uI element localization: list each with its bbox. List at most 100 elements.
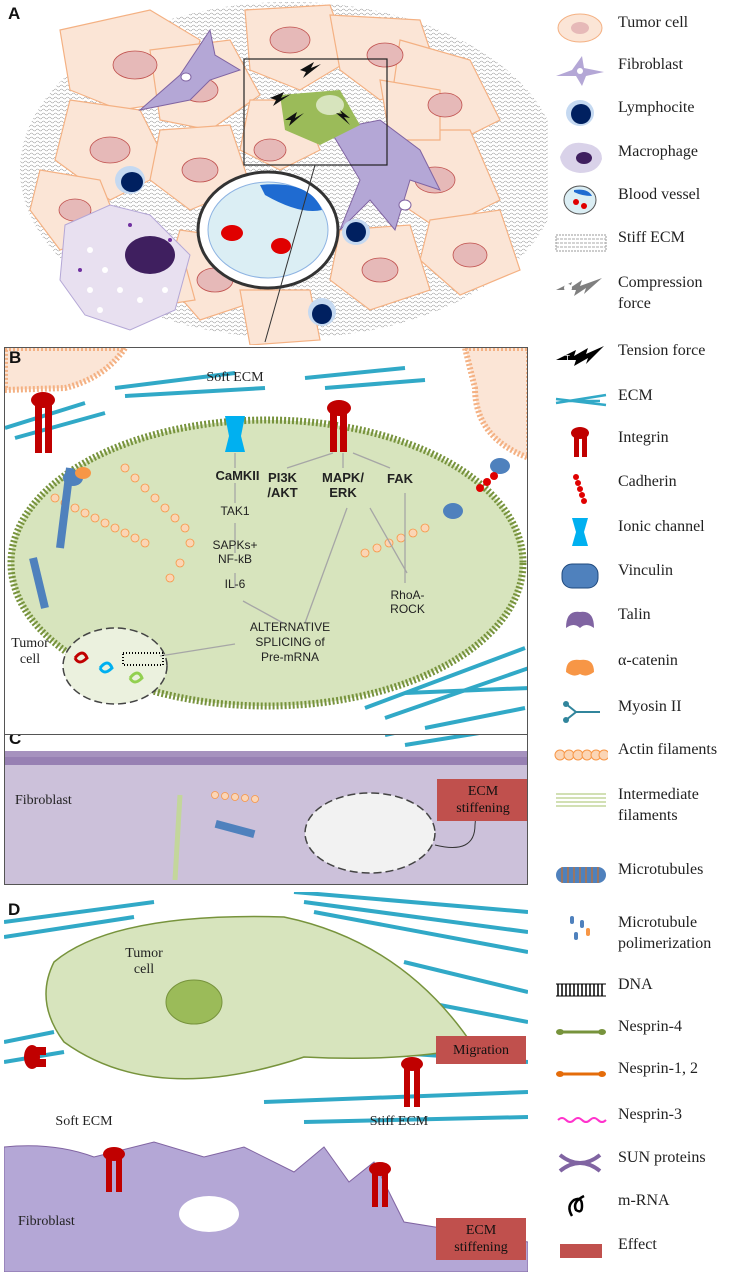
integrin-icon [552,423,608,463]
stiff-d-line-2: stiffening [454,1240,508,1255]
legend-label: Stiff ECM [618,229,685,246]
sapks-line-2: NF-kB [218,552,252,566]
mapk-erk-label: MAPK/ ERK [313,470,373,500]
microtubule-polimerization-icon [552,908,608,948]
fibroblast-icon [552,50,608,90]
tumor-nucleus [62,627,168,705]
ionic-channel-icon [552,512,608,552]
panel-d-label: D [8,900,21,919]
legend-label: Blood vessel [618,186,701,203]
legend-label: Integrin [618,429,669,446]
panel-a: A [0,0,548,345]
sun-proteins-icon [552,1143,608,1183]
migrating-tumor-nucleus [165,979,223,1025]
vinculin-icon [552,556,608,596]
migration-effect: Migration [436,1036,526,1064]
legend-label: Tension force [618,342,706,359]
tumor-line-2: cell [19,652,41,667]
tak1-label: TAK1 [220,504,250,518]
compression-force-icon [552,268,608,308]
legend-label: Vinculin [618,562,674,579]
signaling-arrows [159,452,408,657]
activated-cell [280,90,360,145]
nuclear-contents [73,651,164,684]
neighbor-tumor-cells [5,348,527,461]
mapk-line-2: ERK [329,485,357,500]
panel-b: B Soft ECM CaMKII TAK1 SAPKs+ NF-kB IL-6… [4,347,528,735]
tension-force-icon: T [552,336,608,376]
stiff-d-line-1: ECM [465,1223,497,1238]
fibroblast-cell [4,1141,528,1272]
mapk-line-1: MAPK/ [322,470,364,485]
fibroblast-label-d: Fibroblast [18,1214,75,1229]
ecm-icon [552,381,608,421]
fibroblast-nucleus-d [179,1196,239,1232]
panel-c: C Fibroblast ECM stiffening [4,735,528,885]
legend-label: Lymphocite [618,99,695,116]
legend-label: ECM [618,387,653,404]
fibroblast-microtubule [214,819,256,839]
panel-a-label: A [8,4,21,23]
nesprin-1-2-icon [552,1054,608,1094]
legend-label: Effect [618,1236,657,1253]
legend-label: Microtubules [618,861,704,878]
tumor-d-line-1: Tumor [125,946,163,961]
feedback-arrow [434,802,478,848]
stiff-ecm-label-d: Stiff ECM [369,1114,429,1129]
lymphocytes [115,166,370,326]
effect-line-1: ECM [467,784,499,799]
legend-label: Ionic channel [618,518,705,535]
ecm-stiffening-effect: ECM stiffening [437,779,527,821]
effect-icon [552,1230,608,1270]
rhoa-rock-label: RhoA- ROCK [380,588,435,616]
talin-icon [552,600,608,640]
legend-label: Nesprin-3 [618,1106,682,1123]
legend-label: DNA [618,976,653,993]
pi3k-line-2: /AKT [267,485,298,500]
legend-label: Fibroblast [618,56,683,73]
legend-label: SUN proteins [618,1149,706,1166]
fibroblasts [138,28,441,232]
blood-vessel [196,170,340,290]
svg-text:T: T [565,354,570,363]
macrophage [59,204,191,331]
fak-label: FAK [387,471,413,486]
legend-label: α-catenin [618,652,678,669]
dna-icon [552,970,608,1010]
pi3k-akt-label: PI3K /AKT [260,470,305,500]
zoom-box [243,58,388,166]
ecm-fibers [5,366,527,730]
cell-signaling-illustration [5,348,527,730]
cadherin-icon [552,467,608,507]
legend-label: Macrophage [618,143,698,160]
integrin-d [24,1045,423,1207]
microtubules-icon [552,855,608,895]
soft-ecm-label-d: Soft ECM [55,1114,113,1129]
legend-label: Tumor cell [618,14,689,31]
tension-force-marks [270,62,350,126]
legend-label: Intermediate filaments [618,786,699,824]
tumor-cell-label: Tumor cell [5,636,55,668]
fibroblast-illustration [5,735,527,884]
lymphocyte-icon [552,93,608,133]
tumor-line-1: Tumor [11,636,49,651]
alt-line-3: Pre-mRNA [260,650,319,664]
intermediate-filament [172,794,183,881]
rhoa-line-2: ROCK [390,602,425,616]
panel-c-label: C [9,735,22,748]
tumor-microenvironment-illustration [20,2,548,345]
legend-label: Myosin II [618,698,682,715]
migrating-tumor-cell [45,915,476,1080]
fibroblast-cytoplasm [5,757,527,884]
legend-label: m-RNA [618,1192,670,1209]
camkii-label: CaMKII [215,468,260,483]
fibroblast-ecm [385,735,480,747]
myosin-ii-icon [552,692,608,732]
alternative-splicing-label: ALTERNATIVE SPLICING of Pre-mRNA [235,620,345,665]
stiff-ecm-icon [552,223,608,263]
legend-label: Nesprin-1, 2 [618,1060,698,1077]
alt-line-1: ALTERNATIVE [249,620,331,634]
legend-label: Nesprin-4 [618,1018,682,1035]
zoom-arrow [264,164,316,343]
